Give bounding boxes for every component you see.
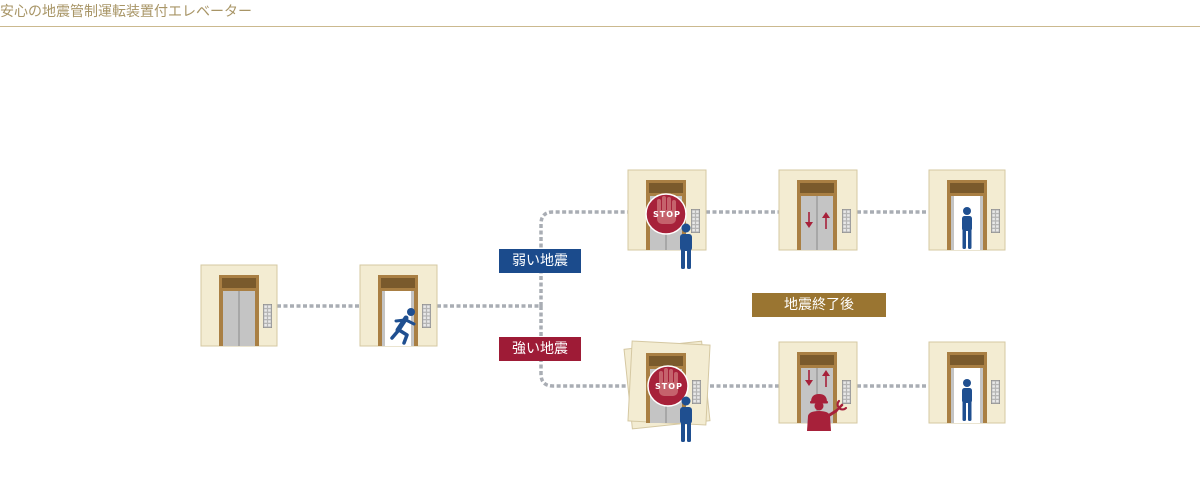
elevator-weak-stop: STOP xyxy=(627,169,707,269)
button-panel-icon xyxy=(692,380,701,404)
elevator-evacuate xyxy=(359,264,438,347)
connector-lines xyxy=(277,210,929,388)
elevator-strong-inspection xyxy=(778,341,858,431)
elevator-strong-stop: STOP xyxy=(623,340,711,442)
stop-label: STOP xyxy=(653,210,681,219)
button-panel-icon xyxy=(842,380,851,404)
elevator-closed xyxy=(200,264,278,347)
elevator-weak-open xyxy=(928,169,1006,251)
standing-person-icon xyxy=(680,223,692,269)
strong-quake-badge: 強い地震 xyxy=(499,337,581,361)
technician-icon xyxy=(807,394,838,431)
wrench-icon xyxy=(834,399,848,413)
up-down-arrows-icon xyxy=(805,370,830,387)
after-quake-badge: 地震終了後 xyxy=(752,293,886,317)
standing-person-icon xyxy=(962,207,972,249)
standing-person-icon xyxy=(962,379,972,421)
page-title: 安心の地震管制運転装置付エレベーター xyxy=(0,4,252,20)
elevator-weak-moving xyxy=(778,169,858,251)
button-panel-icon xyxy=(991,209,1000,233)
running-person-icon xyxy=(390,308,416,345)
stop-hand-icon: STOP xyxy=(645,193,687,235)
button-panel-icon xyxy=(991,380,1000,404)
stop-label: STOP xyxy=(655,382,683,391)
standing-person-icon xyxy=(680,396,692,442)
title-divider xyxy=(0,26,1200,27)
weak-quake-badge: 弱い地震 xyxy=(499,249,581,273)
button-panel-icon xyxy=(842,209,851,233)
connector-split-weak xyxy=(539,210,628,306)
elevator-strong-open xyxy=(928,341,1006,424)
up-down-arrows-icon xyxy=(805,212,830,229)
button-panel-icon xyxy=(263,304,272,328)
button-panel-icon xyxy=(422,304,431,328)
connector-split-strong xyxy=(539,306,628,388)
stop-hand-icon: STOP xyxy=(647,365,689,407)
button-panel-icon xyxy=(691,209,700,233)
